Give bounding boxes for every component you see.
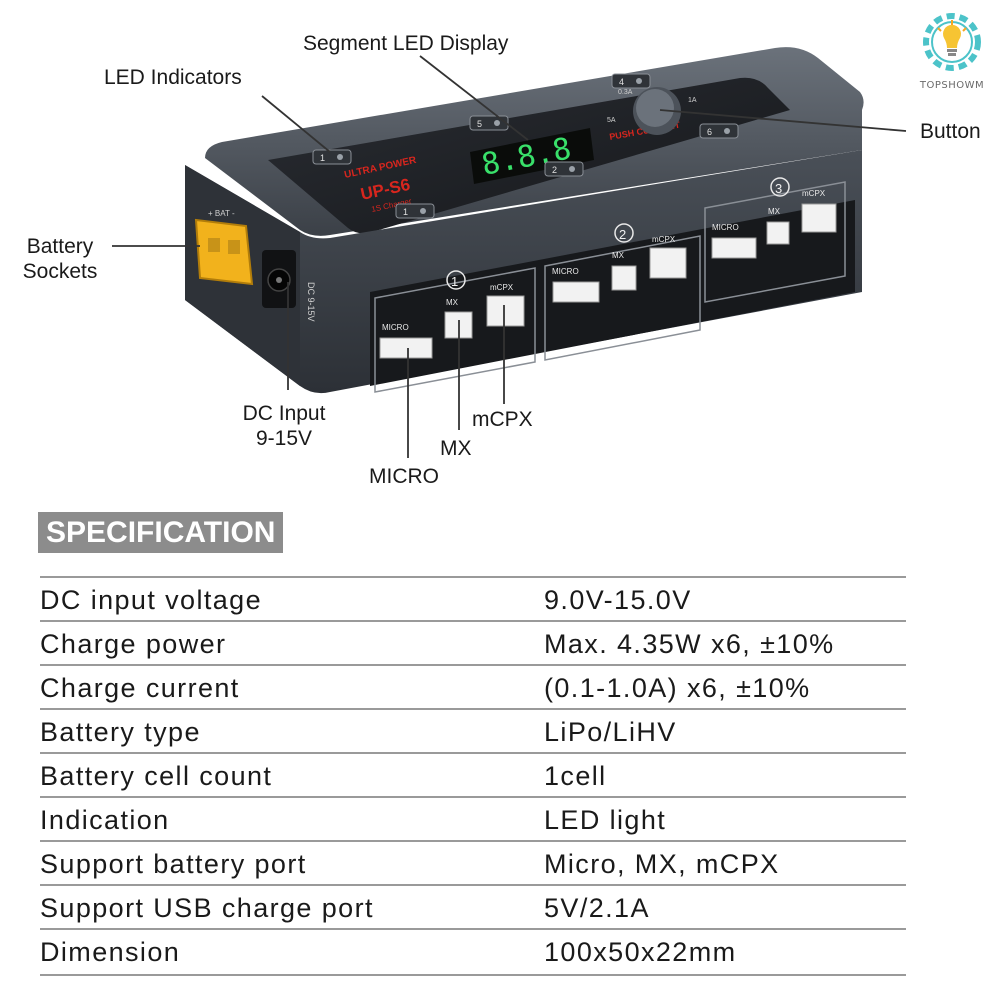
led-indicator: 4 [611, 73, 651, 89]
spec-label: Dimension [40, 937, 181, 967]
spec-value: 100x50x22mm [544, 937, 737, 967]
svg-text:1: 1 [403, 207, 408, 217]
spec-row: Support battery port Micro, MX, mCPX [40, 842, 906, 886]
spec-value: LiPo/LiHV [544, 717, 677, 747]
port-group: 3 MICRO MX mCPX [704, 177, 846, 303]
port-group: 2 MICRO MX mCPX [544, 223, 701, 361]
spec-row: Battery cell count 1cell [40, 754, 906, 798]
spec-value: (0.1-1.0A) x6, ±10% [544, 673, 811, 703]
port-group-number: 1 [451, 274, 458, 289]
spec-value: LED light [544, 805, 667, 835]
spec-label: Charge power [40, 629, 227, 659]
spec-row: Battery type LiPo/LiHV [40, 710, 906, 754]
svg-text:MX: MX [612, 251, 625, 260]
svg-text:MICRO: MICRO [382, 323, 409, 332]
spec-label: Support USB charge port [40, 893, 374, 923]
port-group-number: 3 [775, 181, 782, 196]
spec-value: 5V/2.1A [544, 893, 650, 923]
knob-mark: 0.3A [618, 89, 633, 96]
knob-mark: 1A [688, 97, 697, 104]
svg-text:MICRO: MICRO [552, 267, 579, 276]
callout-segment-display: Segment LED Display [303, 32, 509, 55]
svg-text:mCPX: mCPX [652, 235, 676, 244]
callout-lines [112, 55, 907, 458]
spec-label: DC input voltage [40, 585, 263, 615]
callout-button: Button [920, 120, 981, 143]
charger-illustration: + BAT - DC 9-15V ULTRA POWER UP-S6 1S Ch… [112, 47, 907, 458]
callout-micro: MICRO [369, 465, 439, 488]
spec-label: Charge current [40, 673, 240, 703]
callout-battery-sockets: Battery Sockets [14, 234, 106, 284]
spec-label: Battery cell count [40, 761, 273, 791]
dc-label: DC 9-15V [306, 282, 316, 322]
charger-body [185, 47, 864, 394]
svg-text:mCPX: mCPX [802, 189, 826, 198]
callout-led-indicators: LED Indicators [104, 66, 242, 89]
callout-dc-input: DC Input 9-15V [232, 401, 336, 451]
callout-dc-input-line1: DC Input [242, 402, 326, 425]
svg-text:5: 5 [477, 119, 482, 129]
led-indicator: 1 [395, 203, 435, 219]
mcpx-port [486, 295, 525, 327]
micro-port [711, 237, 757, 259]
svg-text:MX: MX [768, 207, 781, 216]
spec-label: Battery type [40, 717, 201, 747]
svg-text:mCPX: mCPX [490, 283, 514, 292]
led-indicator: 2 [544, 161, 584, 177]
xt-battery-socket: + BAT - [194, 209, 254, 286]
spec-row: Charge current (0.1-1.0A) x6, ±10% [40, 666, 906, 710]
lightbulb-gear-icon [923, 13, 981, 71]
spec-value: 9.0V-15.0V [544, 585, 692, 615]
spec-row: Dimension 100x50x22mm [40, 930, 906, 976]
mcpx-port [649, 247, 687, 279]
led-indicators: 1 5 1 2 4 6 [312, 73, 739, 219]
spec-heading: SPECIFICATION [38, 512, 283, 553]
spec-row: Indication LED light [40, 798, 906, 842]
logo-text: TOPSHOWM [919, 80, 985, 91]
mx-port [766, 221, 790, 245]
spec-value: Max. 4.35W x6, ±10% [544, 629, 835, 659]
spec-value: Micro, MX, mCPX [544, 849, 780, 879]
callout-dc-input-line2: 9-15V [255, 427, 313, 450]
spec-label: Indication [40, 805, 170, 835]
spec-row: DC input voltage 9.0V-15.0V [40, 578, 906, 622]
svg-text:6: 6 [707, 127, 712, 137]
callout-mcpx: mCPX [472, 408, 533, 431]
brand-logo: TOPSHOWM [912, 6, 992, 98]
svg-text:MX: MX [446, 298, 459, 307]
led-indicator: 1 [312, 149, 352, 165]
port-group-number: 2 [619, 227, 626, 242]
spec-value: 1cell [544, 761, 607, 791]
svg-text:2: 2 [552, 165, 557, 175]
led-indicator: 6 [699, 123, 739, 139]
spec-row: Charge power Max. 4.35W x6, ±10% [40, 622, 906, 666]
mx-port [611, 265, 637, 291]
current-button [633, 87, 681, 135]
callout-mx: MX [440, 437, 472, 460]
callout-battery-sockets-line2: Sockets [22, 260, 98, 283]
svg-text:1: 1 [320, 153, 325, 163]
svg-text:MICRO: MICRO [712, 223, 739, 232]
bat-label: + BAT - [208, 209, 235, 218]
mcpx-port [801, 203, 837, 233]
knob-mark: 5A [607, 117, 616, 124]
svg-text:4: 4 [619, 77, 624, 87]
micro-port [552, 281, 600, 303]
callout-battery-sockets-line1: Battery [26, 235, 94, 258]
led-indicator: 5 [469, 115, 509, 131]
micro-port [379, 337, 433, 359]
spec-row: Support USB charge port 5V/2.1A [40, 886, 906, 930]
spec-label: Support battery port [40, 849, 307, 879]
